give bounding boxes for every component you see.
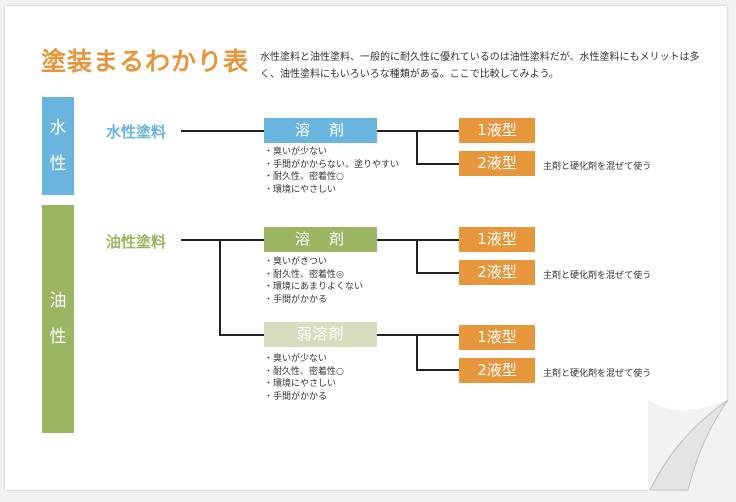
type-2-liquid-oil: 2液型 — [459, 260, 535, 285]
property-item: ・耐久性、密着性○ — [264, 366, 344, 377]
property-item: ・耐久性、密着性◎ — [264, 269, 344, 280]
solvent-box-water: 溶 剤 — [264, 118, 377, 143]
connector-g1-to-type1 — [377, 130, 459, 132]
connector-g3-to-type2 — [416, 369, 459, 371]
type-1-liquid-weak: 1液型 — [459, 325, 535, 350]
page-curl-icon — [648, 398, 730, 492]
connector-water-to-solvent — [181, 130, 264, 132]
connector-g3-to-type1 — [377, 334, 459, 336]
sidebar-oil-char-1: 油 — [49, 291, 67, 311]
connector-g3-vertical — [416, 334, 418, 370]
property-item: ・手間がかからない、塗りやすい — [264, 159, 400, 170]
type-1-liquid-oil: 1液型 — [459, 227, 535, 252]
property-item: ・手間がかかる — [264, 391, 328, 402]
solvent-box-oil: 溶 剤 — [264, 227, 377, 252]
category-oil-paint: 油性塗料 — [106, 233, 167, 251]
type-2-liquid-weak: 2液型 — [459, 358, 535, 383]
sidebar-water-char-2: 性 — [49, 154, 67, 174]
category-water-paint: 水性塗料 — [106, 123, 167, 141]
sidebar-oil: 油 性 — [42, 205, 74, 433]
solvent-water-properties: ・臭いが少ない ・手間がかからない、塗りやすい ・耐久性、密着性○ ・環境にやさ… — [264, 146, 399, 196]
sidebar-water-char-1: 水 — [49, 118, 67, 138]
type-2-liquid-water: 2液型 — [459, 151, 535, 176]
property-item: ・環境にあまりよくない — [264, 282, 364, 292]
type-2-note-weak: 主剤と硬化剤を混ぜて使う — [543, 369, 652, 379]
sidebar-water: 水 性 — [42, 97, 74, 195]
type-1-liquid-water: 1液型 — [459, 118, 535, 143]
connector-oil-to-weak-solvent — [219, 334, 264, 336]
type-2-note-oil: 主剤と硬化剤を混ぜて使う — [543, 271, 652, 281]
property-item: ・手間がかかる — [264, 294, 328, 305]
property-item: ・環境にやさしい — [264, 379, 337, 389]
connector-g2-to-type2 — [416, 272, 459, 274]
sidebar-oil-char-2: 性 — [49, 327, 67, 347]
connector-oil-to-solvent — [181, 239, 264, 241]
solvent-weak-properties: ・臭いが少ない ・耐久性、密着性○ ・環境にやさしい ・手間がかかる — [264, 353, 344, 403]
property-item: ・耐久性、密着性○ — [264, 172, 344, 182]
solvent-oil-properties: ・臭いがきつい ・耐久性、密着性◎ ・環境にあまりよくない ・手間がかかる — [264, 256, 363, 306]
type-2-note-water: 主剤と硬化剤を混ぜて使う — [543, 162, 652, 172]
intro-text: 水性塗料と油性塗料、一般的に耐久性に優れているのは油性塗料だが、水性塗料にもメリ… — [260, 52, 700, 80]
connector-g1-vertical — [416, 130, 418, 164]
connector-oil-vertical — [219, 239, 221, 335]
solvent-box-weak: 弱溶剤 — [264, 322, 377, 347]
property-item: ・環境にやさしい — [264, 184, 337, 195]
page-title: 塗装まるわかり表 — [41, 47, 250, 76]
property-item: ・臭いがきつい — [264, 257, 328, 267]
property-item: ・臭いが少ない — [264, 354, 328, 364]
connector-g2-vertical — [416, 239, 418, 273]
connector-g1-to-type2 — [416, 163, 459, 165]
connector-g2-to-type1 — [377, 239, 459, 241]
property-item: ・臭いが少ない — [264, 147, 328, 157]
